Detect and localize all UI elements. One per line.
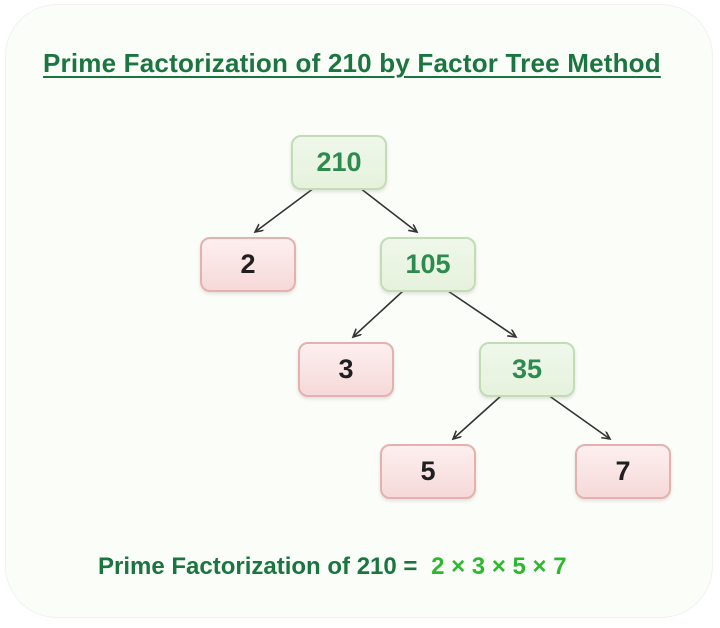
result-factors: 2 × 3 × 5 × 7	[431, 553, 567, 580]
factor-tree: 210 2 105 3 35 5 7	[5, 4, 713, 618]
tree-node-210: 210	[291, 135, 387, 190]
result-line: Prime Factorization of 210 = 2 × 3 × 5 ×…	[98, 553, 567, 581]
edge-210-105	[359, 187, 417, 232]
tree-edges	[5, 187, 720, 628]
tree-node-105: 105	[380, 237, 476, 292]
tree-node-2: 2	[200, 237, 296, 292]
edge-35-7	[547, 394, 610, 439]
tree-node-35: 35	[479, 342, 575, 397]
edge-105-3	[353, 290, 404, 337]
page-title: Prime Factorization of 210 by Factor Tre…	[43, 48, 661, 78]
tree-node-3: 3	[298, 342, 394, 397]
diagram-card: Prime Factorization of 210 by Factor Tre…	[5, 4, 713, 618]
edge-105-35	[447, 290, 516, 337]
edge-35-5	[453, 394, 503, 439]
tree-node-7: 7	[575, 444, 671, 499]
edge-210-2	[255, 187, 315, 232]
tree-node-5: 5	[380, 444, 476, 499]
result-prefix: Prime Factorization of 210 =	[98, 553, 418, 580]
